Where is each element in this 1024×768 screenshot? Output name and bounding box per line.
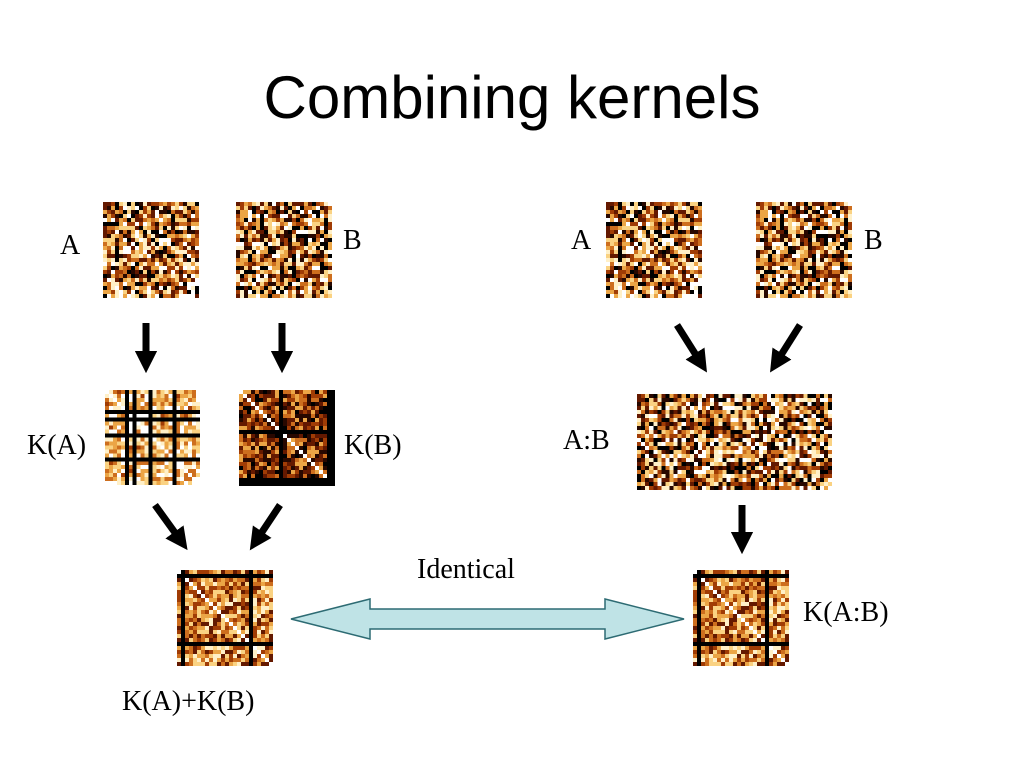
arrow-a-to-concat (674, 323, 707, 373)
kernel-matrix-sum (177, 570, 273, 666)
label-ka: K(A) (27, 430, 87, 461)
matrix-a-left (103, 202, 199, 298)
label-sum: K(A)+K(B) (122, 686, 255, 717)
label-concat: A:B (563, 425, 610, 456)
matrix-b-left (236, 202, 332, 298)
label-b-right: B (864, 225, 883, 256)
label-b-left: B (343, 225, 362, 256)
matrix-concat (637, 394, 832, 490)
matrix-b-right (756, 202, 852, 298)
label-kb: K(B) (344, 430, 402, 461)
kernel-matrix-concat (693, 570, 789, 666)
label-a-right: A (571, 225, 592, 256)
identical-double-arrow (290, 598, 685, 640)
matrix-a-right (606, 202, 702, 298)
label-a-left: A (60, 230, 81, 261)
slide-title: Combining kernels (263, 64, 761, 131)
arrow-kb-to-sum (249, 503, 283, 551)
label-kab: K(A:B) (803, 597, 889, 628)
arrow-ka-to-sum (152, 502, 188, 551)
kernel-matrix-a (105, 390, 200, 485)
kernel-matrix-b (239, 390, 335, 486)
arrow-b-to-concat (770, 323, 803, 373)
label-identical: Identical (417, 554, 515, 585)
